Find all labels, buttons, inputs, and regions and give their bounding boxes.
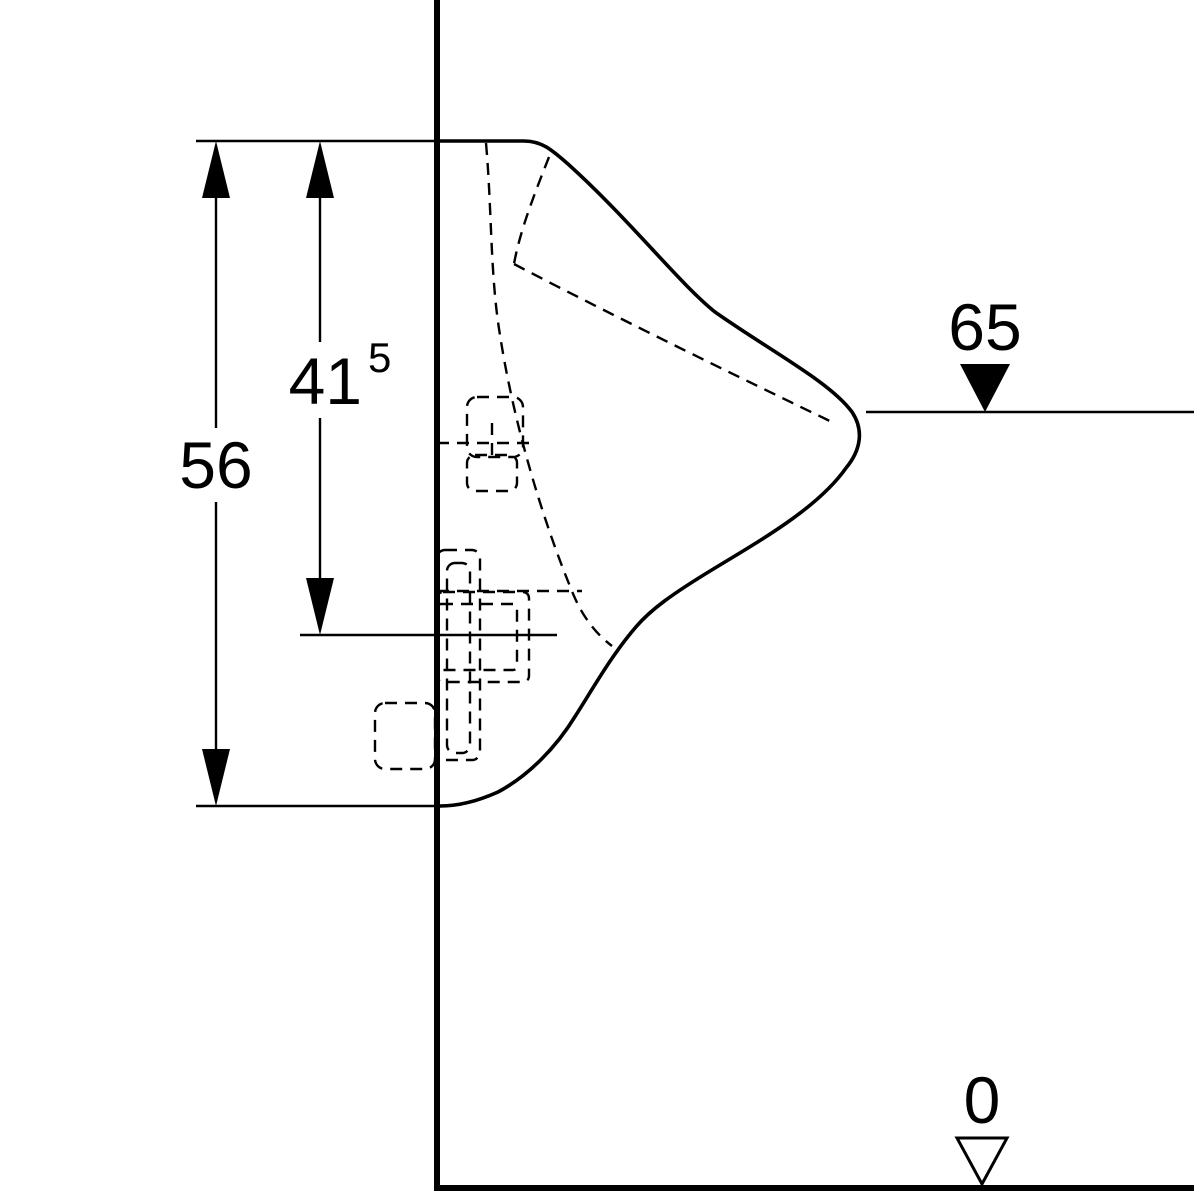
- dim-56-label: 56: [179, 428, 252, 502]
- hidden-line-inner-rim: [512, 156, 551, 265]
- dim-415-label: 41: [289, 344, 362, 418]
- dim-415-label-superscript: 5: [368, 334, 391, 381]
- dim-56-arrow-up-icon: [202, 141, 230, 198]
- level-0-label: 0: [964, 1063, 1001, 1137]
- dim-415-arrow-up-icon: [306, 141, 334, 198]
- level-65-marker-icon: [960, 364, 1010, 412]
- hidden-outlet-housing-inner: [435, 602, 519, 672]
- hidden-spreader-outer: [465, 395, 525, 459]
- dim-56-arrow-down-icon: [202, 749, 230, 806]
- hidden-trap-inner: [445, 561, 472, 755]
- urinal-outline: [439, 139, 862, 808]
- hidden-wall-pipe: [373, 701, 437, 771]
- hidden-line-bowl-front: [484, 142, 613, 647]
- level-0-marker-icon: [954, 1136, 1010, 1188]
- dim-415-arrow-down-icon: [306, 578, 334, 635]
- level-65-label: 65: [948, 290, 1021, 364]
- hidden-line-back-slope: [513, 262, 837, 426]
